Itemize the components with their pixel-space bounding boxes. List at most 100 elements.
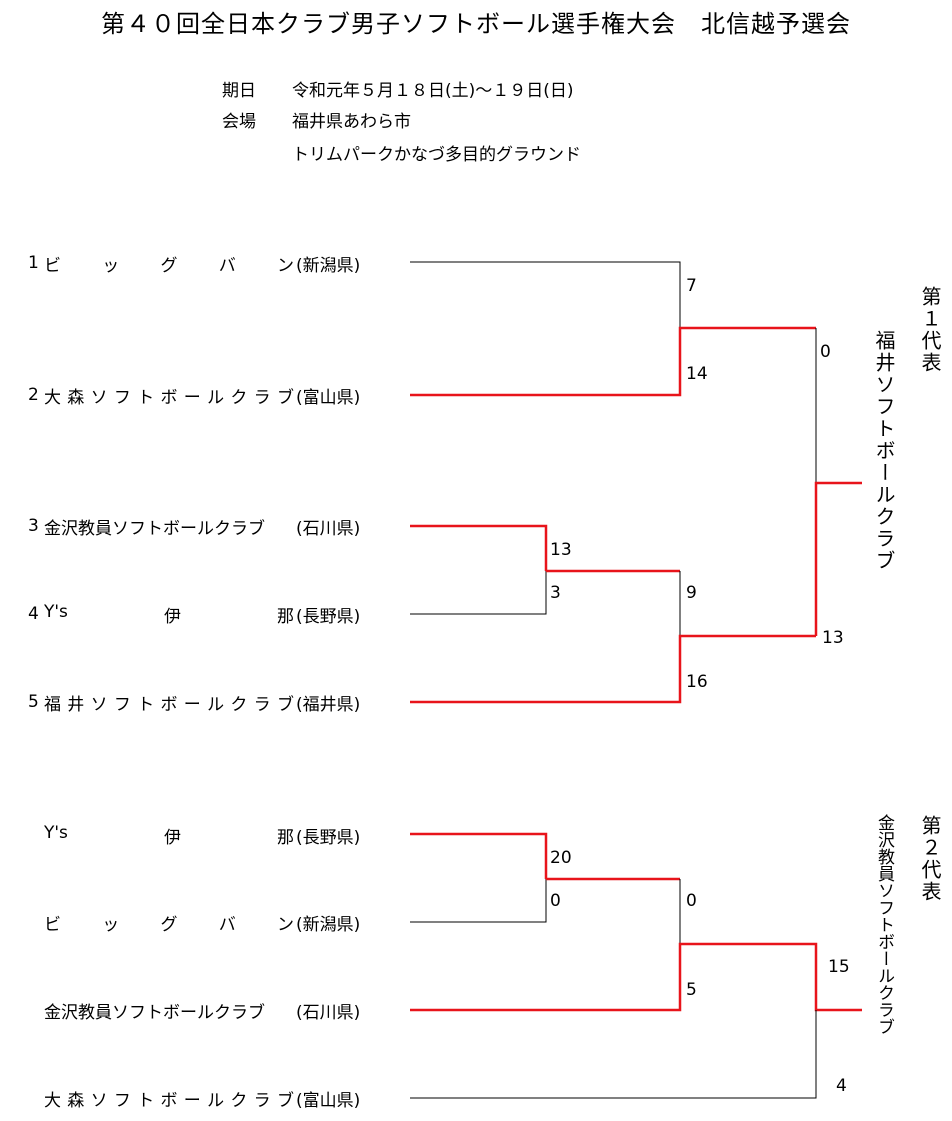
team-name-char: ビ <box>44 914 61 935</box>
venue-ground: トリムパークかなづ多目的グラウンド <box>292 145 581 165</box>
venue-city: 福井県あわら市 <box>292 112 411 132</box>
score: 0 <box>820 342 831 362</box>
team-name-char: 森 <box>67 1090 85 1111</box>
team-name-char: 那 <box>276 827 294 848</box>
team-name: Y's 伊 那 <box>44 823 294 848</box>
winner-path <box>814 481 862 636</box>
team-name-char: Y's <box>44 822 68 843</box>
team-name-char: 森 <box>67 387 85 408</box>
team-name-char: ビ <box>44 255 61 276</box>
team-prefecture: (長野県) <box>296 827 361 848</box>
team-name-char: ソ <box>90 694 108 715</box>
team-name-char: ブ <box>276 387 294 408</box>
loser-path <box>410 261 681 328</box>
team-name-char: ー <box>183 387 201 408</box>
team-row: 5 福井ソフトボールクラブ (福井県) <box>28 690 361 715</box>
score: 16 <box>686 672 708 692</box>
team-row: 2 大森ソフトボールクラブ (富山県) <box>28 383 361 408</box>
representative-label-2: 第２代表 <box>918 815 942 903</box>
team-name-char: グ <box>160 914 178 935</box>
date-value: 令和元年５月１８日(土)～１９日(日) <box>292 81 574 101</box>
score: 13 <box>550 540 572 560</box>
team-name-char: 福 <box>44 694 61 715</box>
team-name: 福井ソフトボールクラブ <box>44 690 294 715</box>
team-name-char: ン <box>277 255 294 276</box>
team-name: 金沢教員ソフトボールクラブ <box>44 518 265 539</box>
winner-name-1: 福井ソフトボールクラブ <box>872 330 896 572</box>
team-number: 3 <box>28 516 39 536</box>
team-name-char: フ <box>113 694 131 715</box>
team-name-char: ソ <box>90 1090 108 1111</box>
loser-path <box>410 571 547 615</box>
team-name-char: ク <box>230 694 248 715</box>
representative-label-1: 第１代表 <box>918 286 942 374</box>
score: 0 <box>686 891 697 911</box>
team-prefecture: (石川県) <box>296 1002 361 1023</box>
loser-path <box>410 1010 817 1099</box>
score: 0 <box>550 891 561 911</box>
team-name-char: 伊 <box>163 827 181 848</box>
team-name-char: ク <box>230 387 248 408</box>
team-name-char: ー <box>183 1090 201 1111</box>
team-name-char: ト <box>137 1090 155 1111</box>
team-row: 3 金沢教員ソフトボールクラブ (石川県) <box>28 514 361 539</box>
team-prefecture: (富山県) <box>296 387 361 408</box>
team-row: ビッグバン (新潟県) <box>28 910 361 935</box>
team-name-char: ボ <box>160 1090 178 1111</box>
team-prefecture: (長野県) <box>296 606 361 627</box>
team-prefecture: (石川県) <box>296 518 361 539</box>
team-name-char: グ <box>160 255 178 276</box>
winner-path <box>410 634 816 704</box>
team-row: Y's 伊 那 (長野県) <box>28 823 361 848</box>
score: 13 <box>822 628 844 648</box>
team-row: 金沢教員ソフトボールクラブ (石川県) <box>28 998 361 1023</box>
team-name-char: ン <box>277 914 294 935</box>
team-name-char: ー <box>183 694 201 715</box>
team-prefecture: (富山県) <box>296 1090 361 1111</box>
team-number: 2 <box>28 385 39 405</box>
team-name-char: ラ <box>253 694 271 715</box>
winner-path <box>410 326 816 397</box>
team-name-char: ル <box>207 387 225 408</box>
team-name-char: 那 <box>276 606 294 627</box>
team-name-char: ソ <box>90 387 108 408</box>
team-row: 1 ビッグバン (新潟県) <box>28 251 361 276</box>
team-name-char: ル <box>207 694 225 715</box>
team-name: 大森ソフトボールクラブ <box>44 1086 294 1111</box>
team-name-char: ボ <box>160 694 178 715</box>
team-name-char: ッ <box>102 914 120 935</box>
team-name: ビッグバン <box>44 251 294 276</box>
team-prefecture: (新潟県) <box>296 255 361 276</box>
team-name-char: フ <box>113 387 131 408</box>
team-name-char: バ <box>218 255 236 276</box>
page-title: 第４０回全日本クラブ男子ソフトボール選手権大会 北信越予選会 <box>101 10 851 38</box>
team-name-char: ク <box>230 1090 248 1111</box>
winner-name-2: 金沢教員ソフトボールクラブ <box>874 814 894 1035</box>
team-prefecture: (福井県) <box>296 694 361 715</box>
team-name: Y's 伊 那 <box>44 602 294 627</box>
team-prefecture: (新潟県) <box>296 914 361 935</box>
team-name-char: 伊 <box>163 606 181 627</box>
team-name-char: ラ <box>253 387 271 408</box>
team-name-char: ブ <box>276 1090 294 1111</box>
team-name: ビッグバン <box>44 910 294 935</box>
score: 15 <box>828 957 850 977</box>
score: 14 <box>686 364 708 384</box>
team-name-char: ッ <box>102 255 120 276</box>
team-name-char: Y's <box>44 601 68 622</box>
team-name-char: 大 <box>44 1090 61 1111</box>
score: 20 <box>550 848 572 868</box>
score: 5 <box>686 980 697 1000</box>
winner-path <box>410 832 548 879</box>
team-row: 大森ソフトボールクラブ (富山県) <box>28 1086 361 1111</box>
team-name-char: ト <box>137 387 155 408</box>
team-name: 大森ソフトボールクラブ <box>44 383 294 408</box>
team-name: 金沢教員ソフトボールクラブ <box>44 1002 265 1023</box>
date-label: 期日 <box>222 81 256 101</box>
score: 3 <box>550 583 561 603</box>
team-name-char: フ <box>113 1090 131 1111</box>
team-name-char: ボ <box>160 387 178 408</box>
team-name-char: ト <box>137 694 155 715</box>
